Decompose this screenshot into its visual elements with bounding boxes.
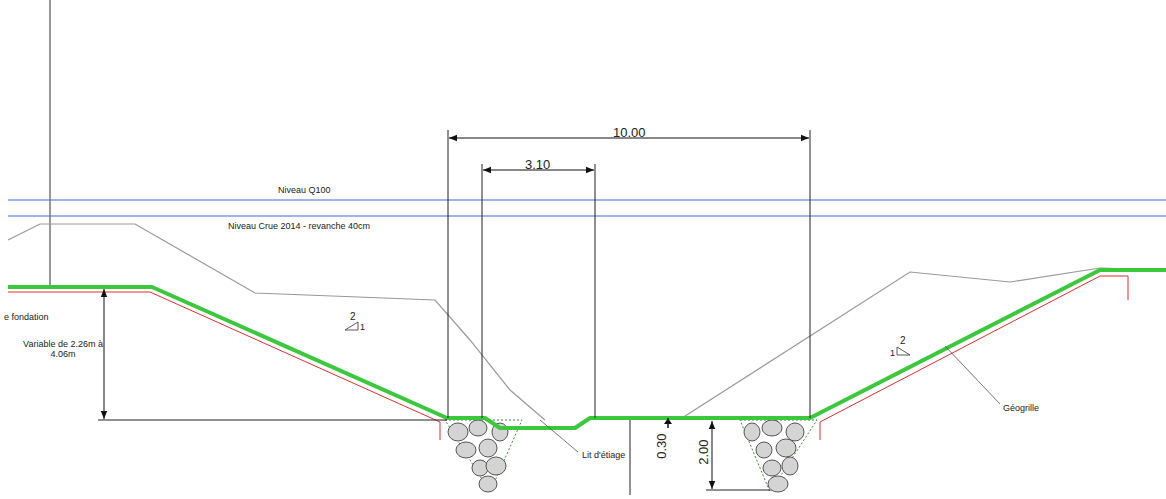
stone — [448, 423, 468, 441]
level-label: Niveau Q100 — [278, 186, 331, 196]
leader-line — [945, 346, 1000, 404]
stone — [469, 420, 487, 436]
stone — [479, 476, 497, 492]
stone — [768, 476, 788, 492]
dimension-line — [104, 289, 105, 419]
stone — [744, 423, 760, 441]
extension-line — [98, 420, 447, 421]
leader-line — [540, 420, 578, 452]
level-label: Niveau Crue 2014 - revanche 40cm — [228, 222, 370, 232]
extension-line — [810, 130, 811, 418]
slope-ratio: 1 — [890, 349, 895, 359]
dimension-text: 0.30 — [655, 433, 669, 458]
stone — [776, 439, 796, 457]
dimension-line — [712, 421, 713, 489]
slope-ratio: 2 — [900, 335, 906, 346]
leader-line — [630, 420, 631, 495]
axis-line — [50, 0, 51, 288]
stone — [472, 460, 488, 476]
riprap-toe — [740, 420, 817, 492]
dimension-text: 3.10 — [525, 158, 550, 172]
callout-label: Lit d'étiage — [582, 451, 625, 461]
slope-ratio: 1 — [360, 323, 365, 333]
stone — [763, 460, 781, 476]
note-text: e fondation — [4, 313, 49, 323]
stone — [486, 457, 506, 475]
callout-label: Géogrille — [1003, 404, 1039, 414]
extension-line — [482, 164, 483, 418]
stone — [756, 442, 772, 458]
foundation-line — [820, 276, 1128, 440]
stone — [786, 423, 804, 441]
foundation-line — [8, 292, 440, 440]
dimension-text: 10.00 — [613, 126, 646, 140]
dimension-text: 2.00 — [697, 439, 711, 464]
extension-line — [448, 130, 449, 418]
stone — [456, 442, 476, 458]
slope-ratio: 2 — [350, 311, 356, 322]
slope-symbol — [897, 347, 910, 355]
extension-line — [706, 490, 770, 491]
level-q100 — [8, 199, 1166, 200]
riprap-stones — [448, 420, 804, 492]
terrain-line — [8, 224, 545, 420]
dimension-arrow — [664, 418, 672, 424]
slope-symbol — [345, 322, 358, 330]
dimension-text: Variable de 2.26m à 4.06m — [20, 340, 106, 360]
stone — [782, 457, 798, 475]
level-crue — [8, 215, 1166, 216]
extension-line — [595, 164, 596, 418]
riprap-toe — [445, 420, 522, 492]
geogrid-profile — [8, 270, 1166, 428]
stone — [479, 439, 497, 457]
terrain-line — [682, 268, 1166, 418]
stone — [762, 420, 782, 436]
